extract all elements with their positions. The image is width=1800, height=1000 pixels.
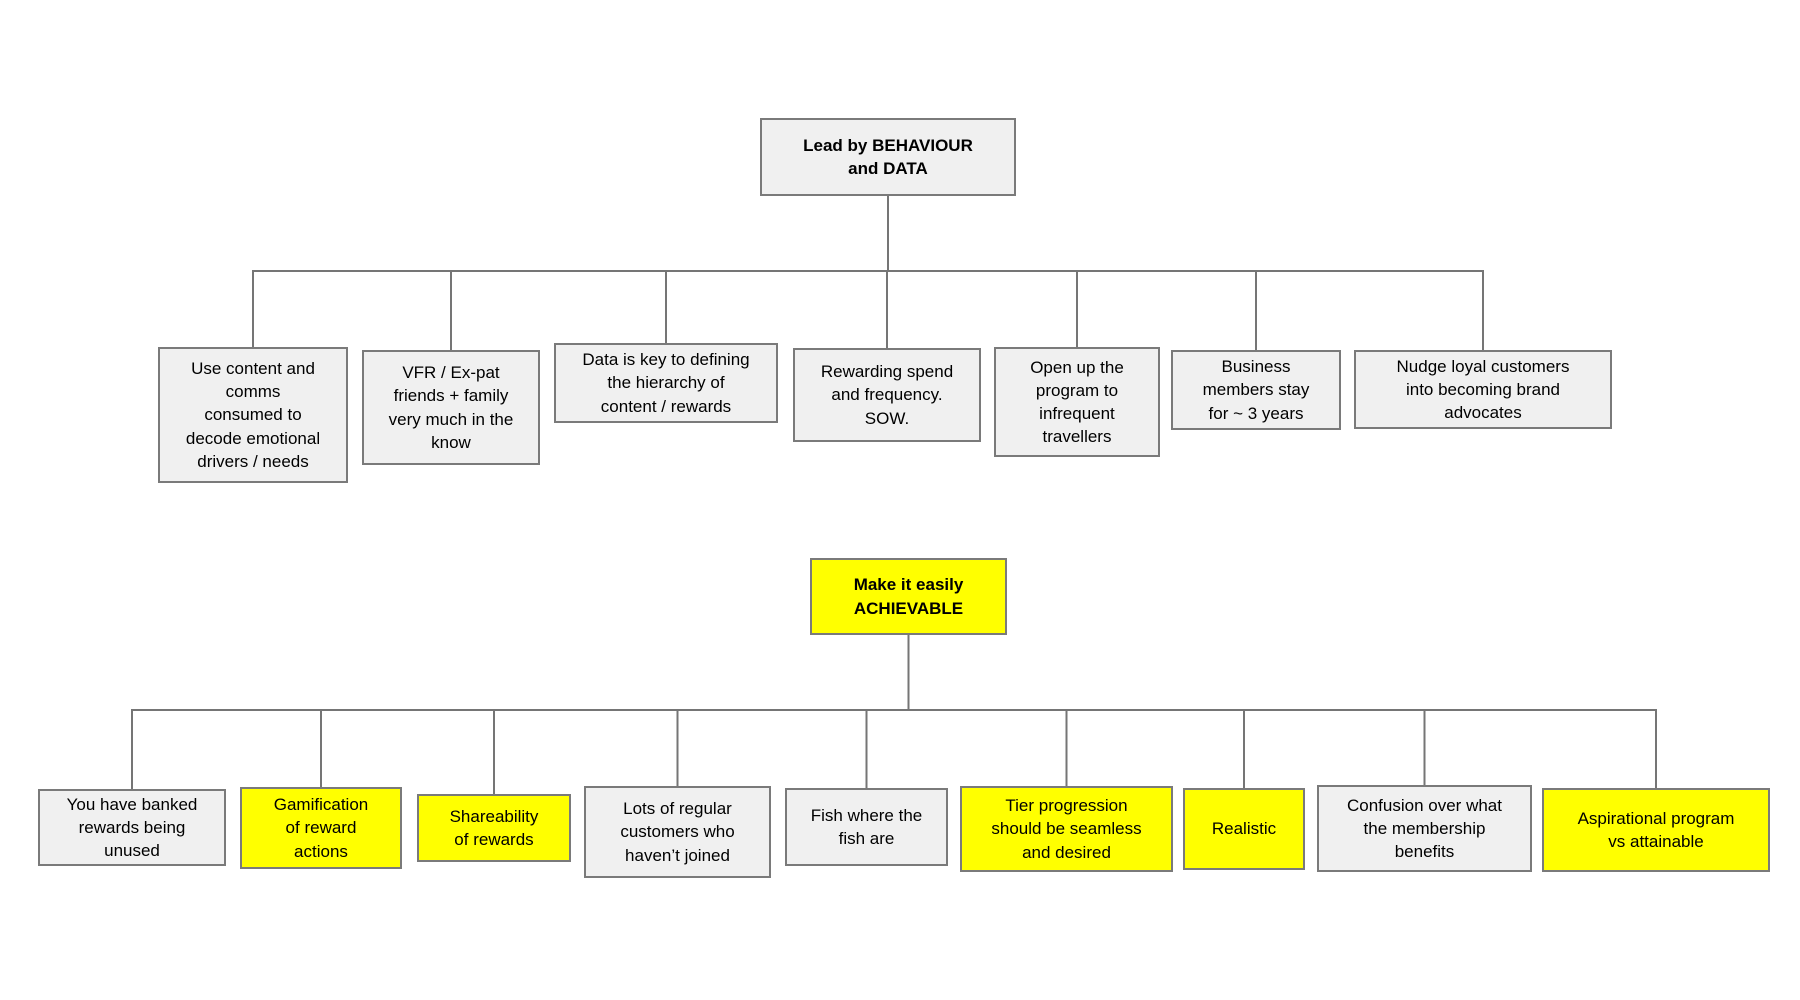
- tree-node-lead-by-behaviour-and-data: Open up the program to infrequent travel…: [994, 347, 1160, 457]
- tree-node-lead-by-behaviour-and-data: Nudge loyal customers into becoming bran…: [1354, 350, 1612, 429]
- tree-node-make-it-easily-achievable: You have banked rewards being unused: [38, 789, 226, 866]
- tree-node-make-it-easily-achievable: Tier progression should be seamless and …: [960, 786, 1173, 872]
- tree-node-make-it-easily-achievable: Gamification of reward actions: [240, 787, 402, 869]
- tree-root-node-make-it-easily-achievable: Make it easily ACHIEVABLE: [810, 558, 1007, 635]
- tree-node-make-it-easily-achievable: Shareability of rewards: [417, 794, 571, 862]
- tree-node-lead-by-behaviour-and-data: Use content and comms consumed to decode…: [158, 347, 348, 483]
- tree-node-make-it-easily-achievable: Lots of regular customers who haven’t jo…: [584, 786, 771, 878]
- tree-node-lead-by-behaviour-and-data: Rewarding spend and frequency. SOW.: [793, 348, 981, 442]
- tree-node-lead-by-behaviour-and-data: Business members stay for ~ 3 years: [1171, 350, 1341, 430]
- tree-node-make-it-easily-achievable: Realistic: [1183, 788, 1305, 870]
- tree-node-lead-by-behaviour-and-data: VFR / Ex-pat friends + family very much …: [362, 350, 540, 465]
- tree-node-make-it-easily-achievable: Fish where the fish are: [785, 788, 948, 866]
- tree-node-lead-by-behaviour-and-data: Data is key to defining the hierarchy of…: [554, 343, 778, 423]
- tree-node-make-it-easily-achievable: Confusion over what the membership benef…: [1317, 785, 1532, 872]
- tree-root-node-lead-by-behaviour-and-data: Lead by BEHAVIOUR and DATA: [760, 118, 1016, 196]
- tree-node-make-it-easily-achievable: Aspirational program vs attainable: [1542, 788, 1770, 872]
